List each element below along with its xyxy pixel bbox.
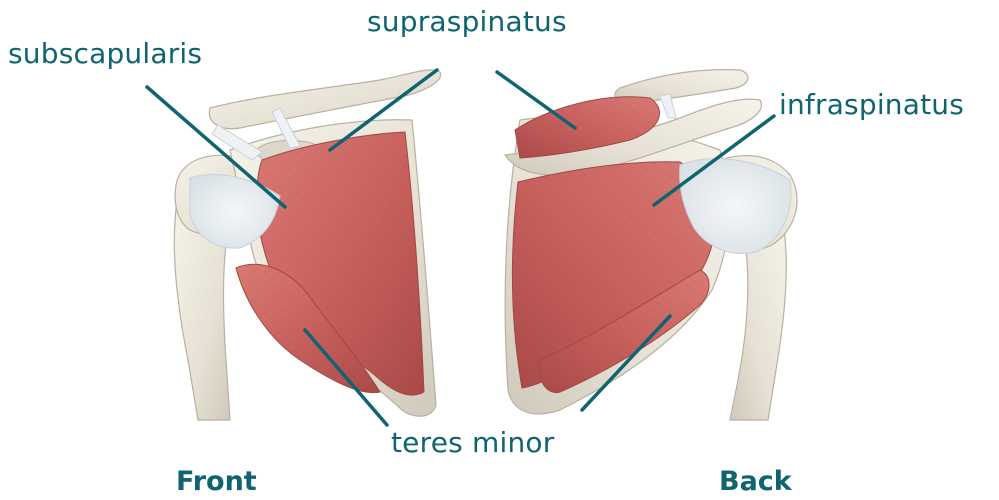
teres-minor-label: teres minor (391, 427, 554, 459)
front-shoulder-illustration (174, 70, 440, 420)
back-shoulder-illustration (505, 70, 797, 420)
front-caption: Front (176, 467, 257, 497)
infraspinatus-label: infraspinatus (779, 89, 964, 121)
subscapularis-label: subscapularis (8, 38, 202, 70)
back-caption: Back (719, 467, 792, 497)
supraspinatus-label: supraspinatus (367, 6, 567, 38)
